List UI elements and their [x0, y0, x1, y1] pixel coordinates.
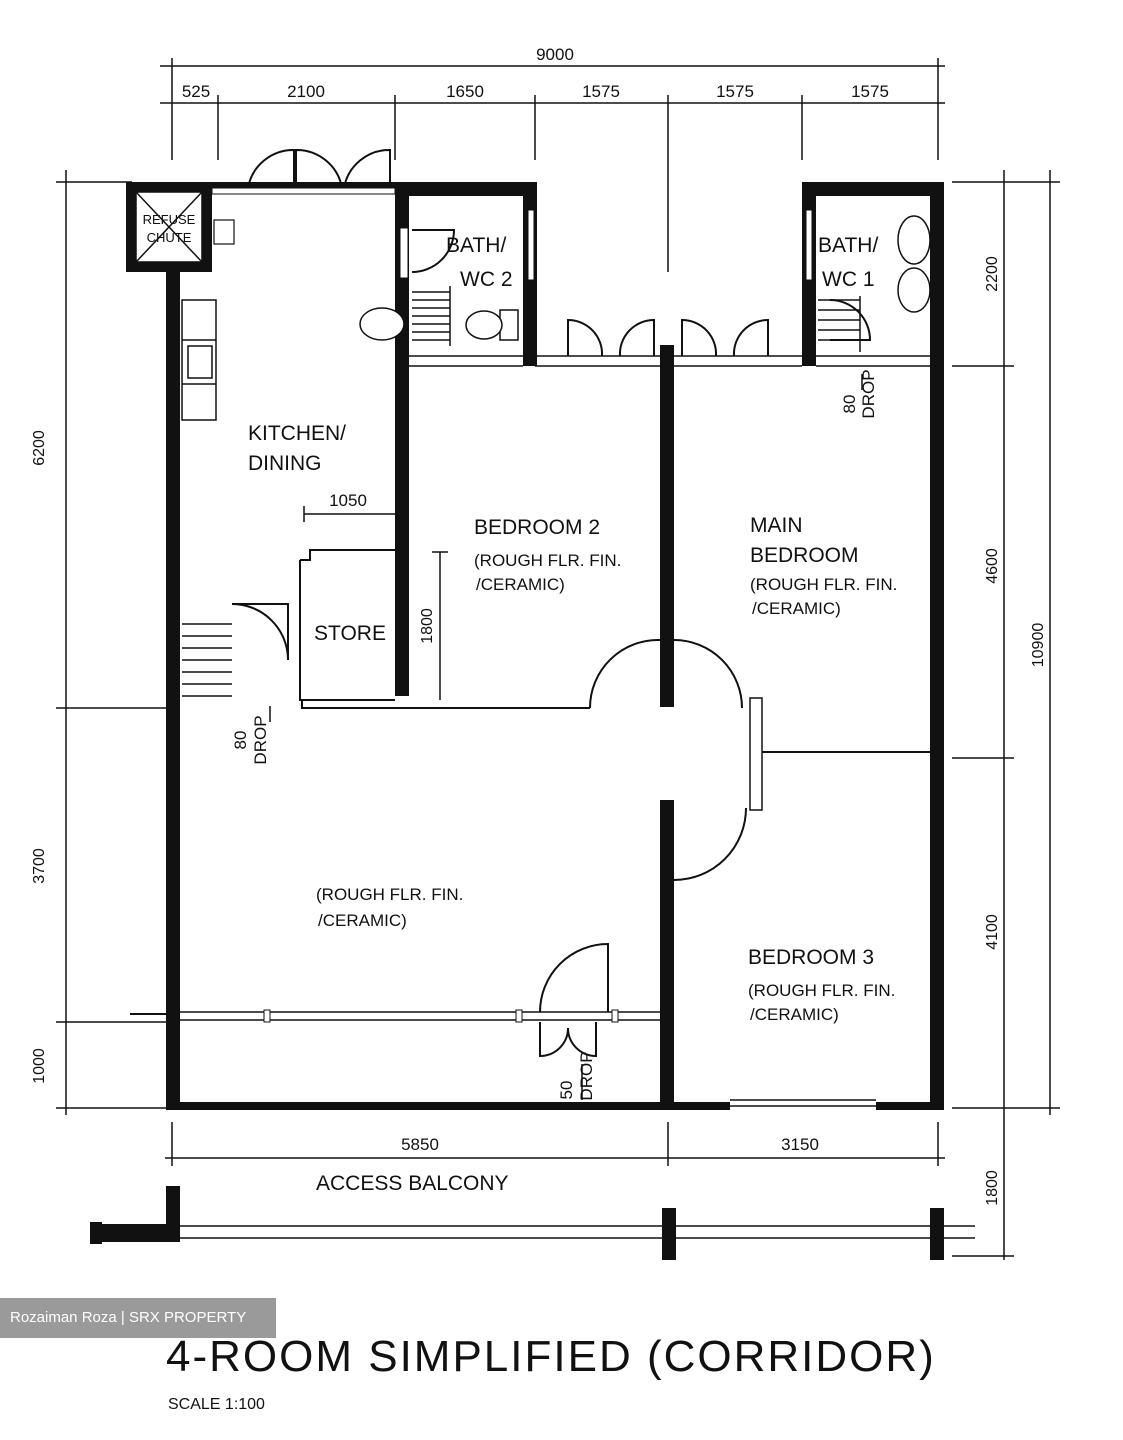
dim-overall-depth: 10900 — [1030, 623, 1047, 668]
dim-bottom-1: 3150 — [781, 1135, 819, 1154]
bath-wc-2-label-1: BATH/ — [446, 234, 506, 257]
drop-entrance-value: 50 — [557, 1081, 576, 1100]
drop-entrance-word: DROP — [577, 1051, 596, 1100]
refuse-chute-label-1: REFUSE — [143, 212, 196, 227]
room-labels: BATH/ WC 2 BATH/ WC 1 KITCHEN/ DINING BE… — [231, 234, 897, 1101]
store-depth-dim: 1800 — [419, 608, 436, 644]
bedroom-2-label: BEDROOM 2 — [474, 516, 600, 539]
dim-right-1: 4600 — [984, 548, 1001, 584]
bedroom-2-finish-2: /CERAMIC) — [476, 575, 565, 594]
bath-wc-2-label-2: WC 2 — [460, 268, 513, 291]
bedroom-3-finish-1: (ROUGH FLR. FIN. — [748, 981, 895, 1000]
plan-title: 4-ROOM SIMPLIFIED (CORRIDOR) — [166, 1332, 936, 1381]
dim-top-0: 525 — [182, 82, 210, 101]
main-bedroom-finish-2: /CERAMIC) — [752, 599, 841, 618]
dim-top-1: 2100 — [287, 82, 325, 101]
kitchen-dining-label-2: DINING — [248, 452, 322, 475]
main-bedroom-label-2: BEDROOM — [750, 544, 859, 567]
bath-wc-1-label-2: WC 1 — [822, 268, 875, 291]
plan-scale: SCALE 1:100 — [168, 1396, 265, 1413]
access-balcony: ACCESS BALCONY — [90, 1172, 975, 1260]
bedroom-2-finish-1: (ROUGH FLR. FIN. — [474, 551, 621, 570]
bedroom-3-finish-2: /CERAMIC) — [750, 1005, 839, 1024]
store-width-dim: 1050 — [329, 491, 367, 510]
dim-top-4: 1575 — [716, 82, 754, 101]
drop-wc1-word: DROP — [859, 369, 878, 418]
kitchen-dining-label-1: KITCHEN/ — [248, 422, 346, 445]
dim-top-5: 1575 — [851, 82, 889, 101]
refuse-chute: REFUSE CHUTE — [126, 182, 212, 272]
dim-left-1: 3700 — [31, 848, 48, 884]
walls — [166, 182, 944, 1110]
main-bedroom-label-1: MAIN — [750, 514, 803, 537]
dim-left-0: 6200 — [31, 430, 48, 466]
drop-kitchen-value: 80 — [231, 731, 250, 750]
store-label: STORE — [314, 622, 386, 645]
left-dimensions: 6200 3700 1000 — [31, 170, 170, 1115]
main-bedroom-finish-1: (ROUGH FLR. FIN. — [750, 575, 897, 594]
bath-wc-1-label-1: BATH/ — [818, 234, 878, 257]
dim-right-2: 4100 — [984, 914, 1001, 950]
dim-right-0: 2200 — [984, 256, 1001, 292]
dim-bottom-0: 5850 — [401, 1135, 439, 1154]
bedroom-3-label: BEDROOM 3 — [748, 946, 874, 969]
dim-left-2: 1000 — [31, 1048, 48, 1084]
refuse-chute-label-2: CHUTE — [147, 230, 192, 245]
right-dimensions: 2200 4600 4100 1800 10900 — [952, 170, 1060, 1260]
bottom-dimensions: 5850 3150 — [165, 1122, 945, 1166]
drop-kitchen-word: DROP — [251, 715, 270, 764]
dim-top-3: 1575 — [582, 82, 620, 101]
watermark-badge: Rozaiman Roza | SRX PROPERTY — [0, 1298, 276, 1338]
access-balcony-label: ACCESS BALCONY — [316, 1172, 509, 1195]
dim-right-3: 1800 — [984, 1170, 1001, 1206]
dim-overall-width: 9000 — [536, 45, 574, 64]
living-finish-1: (ROUGH FLR. FIN. — [316, 885, 463, 904]
drop-wc1-value: 80 — [840, 395, 859, 414]
living-finish-2: /CERAMIC) — [318, 911, 407, 930]
dim-top-2: 1650 — [446, 82, 484, 101]
top-dimensions: 9000 525 2100 1650 1575 1575 1575 — [160, 45, 945, 272]
fixtures — [130, 148, 931, 1107]
